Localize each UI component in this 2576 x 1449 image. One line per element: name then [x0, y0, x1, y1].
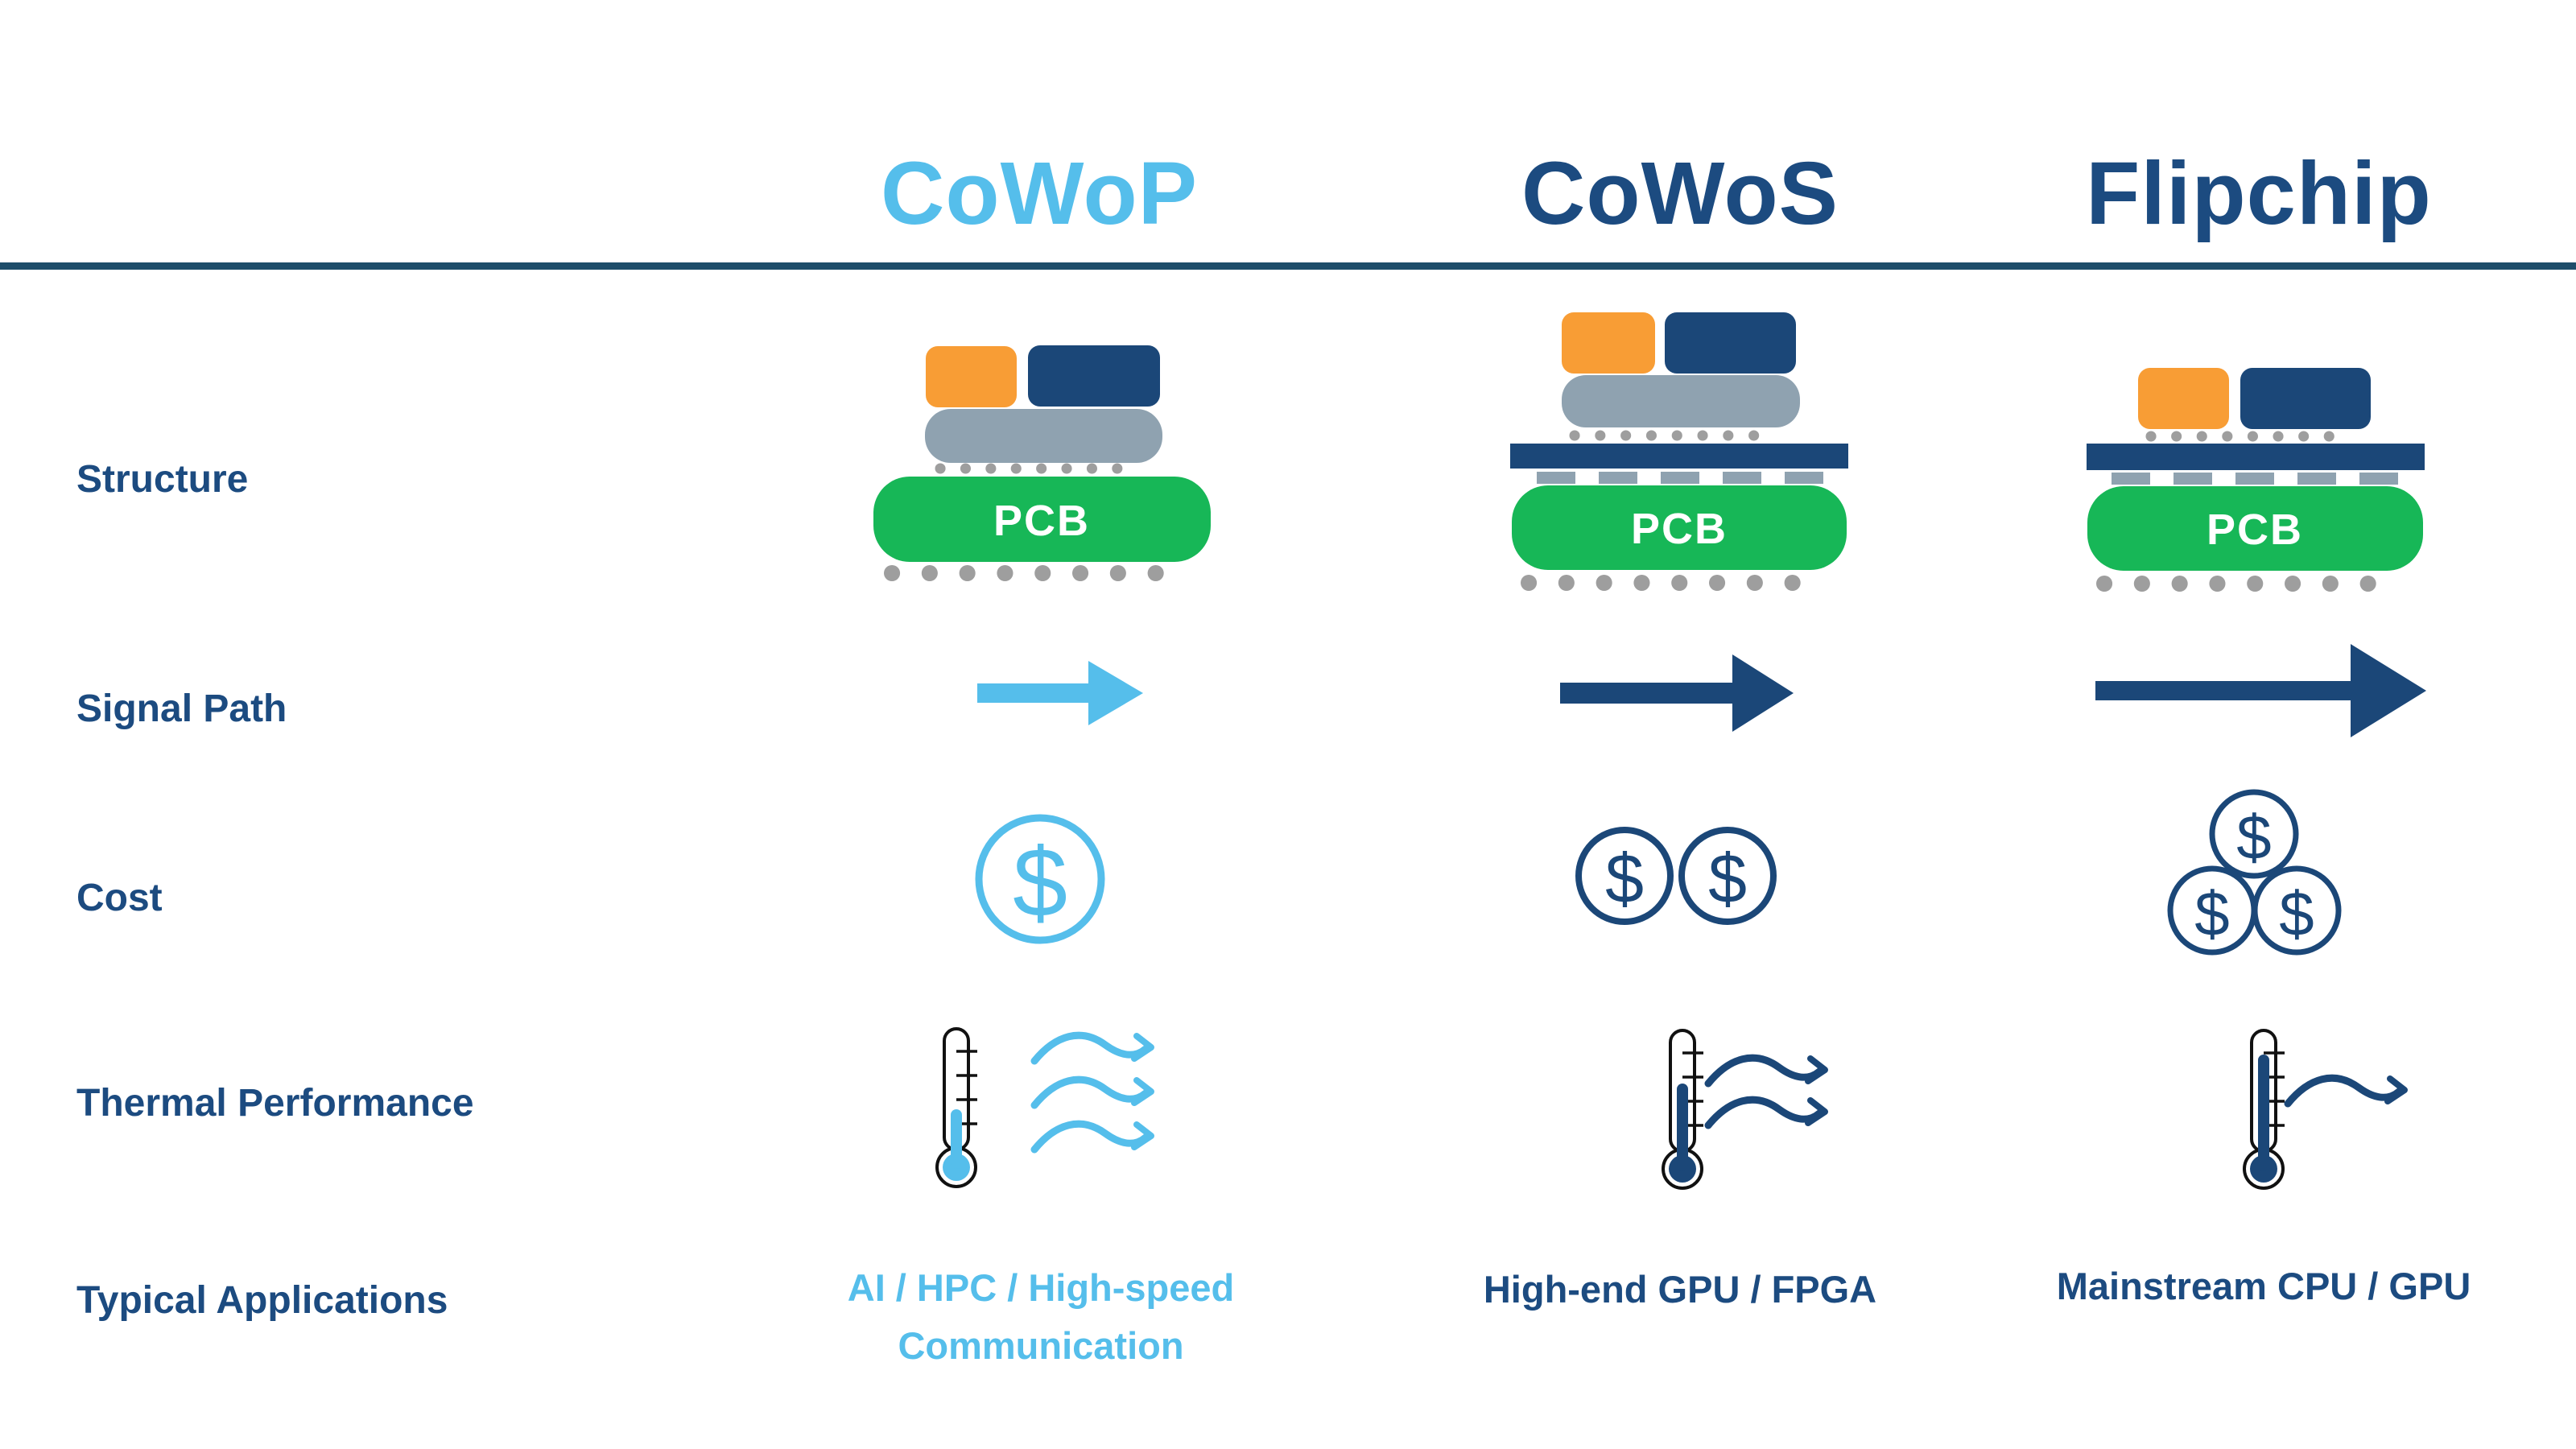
thermometer-icon — [1662, 1029, 1705, 1190]
cost-icon-cowop: $ — [975, 814, 1105, 944]
thermometer-icon — [935, 1027, 979, 1188]
dollar-sign: $ — [1605, 840, 1644, 918]
thermal-icon-cowos — [1662, 1029, 1825, 1190]
pads-icon — [2112, 473, 2398, 485]
row-label-thermal-performance: Thermal Performance — [76, 1082, 474, 1125]
applications-flipchip: Mainstream CPU / GPU — [2056, 1265, 2471, 1307]
cost-icon-cowos: $ $ — [1575, 827, 1777, 925]
dollar-circle-icon — [1678, 827, 1777, 925]
dollar-circle-icon — [2252, 865, 2342, 956]
column-header-cowos: CoWoS — [1521, 144, 1839, 243]
pcb-icon — [873, 477, 1211, 562]
interposer-icon — [925, 409, 1162, 463]
header-divider-line — [0, 262, 2576, 270]
die-orange-icon — [1562, 312, 1655, 374]
structure-diagram-cowop: PCB — [873, 345, 1211, 581]
mercury-level-medium — [1677, 1084, 1688, 1170]
pads-icon — [1537, 472, 1823, 484]
substrate-icon — [2087, 444, 2425, 470]
pcb-icon — [1512, 485, 1847, 570]
thermometer-icon — [2243, 1029, 2286, 1190]
dollar-sign: $ — [1708, 840, 1747, 918]
dollar-circle-icon — [1575, 827, 1674, 925]
column-header-cowop: CoWoP — [880, 144, 1199, 243]
dollar-circle-icon — [975, 814, 1105, 944]
applications-cowop-line2: Communication — [898, 1324, 1184, 1367]
signal-arrow-short-icon — [977, 661, 1143, 725]
applications-cowos: High-end GPU / FPGA — [1483, 1268, 1877, 1311]
thermal-icon-flipchip — [2243, 1029, 2405, 1190]
pcb-label: PCB — [2207, 506, 2303, 554]
interposer-icon — [1562, 375, 1800, 427]
pcb-label: PCB — [1631, 505, 1728, 553]
die-orange-icon — [926, 346, 1017, 407]
dollar-sign: $ — [1013, 828, 1067, 937]
heat-wave-icon — [1034, 1124, 1151, 1150]
cost-icon-flipchip: $ $ $ — [2167, 789, 2342, 956]
structure-diagram-cowos: PCB — [1510, 312, 1848, 591]
heat-wave-icon — [1034, 1035, 1151, 1061]
structure-diagram-flipchip: PCB — [2087, 368, 2425, 592]
mercury-level-low — [951, 1109, 962, 1169]
die-navy-icon — [1028, 345, 1160, 407]
row-label-structure: Structure — [76, 458, 249, 501]
applications-cowop: AI / HPC / High-speed Communication — [751, 1259, 1331, 1375]
heat-wave-icon — [1034, 1080, 1151, 1105]
die-orange-icon — [2138, 368, 2229, 429]
applications-cowop-line1: AI / HPC / High-speed — [847, 1266, 1235, 1309]
dollar-sign: $ — [2236, 802, 2271, 873]
heat-wave-icon — [1708, 1058, 1825, 1084]
dollar-sign: $ — [2279, 878, 2314, 949]
die-navy-icon — [2240, 368, 2371, 429]
die-navy-icon — [1665, 312, 1796, 374]
dollar-circle-icon — [2209, 789, 2299, 879]
signal-arrow-long-icon — [2095, 644, 2426, 737]
row-label-typical-applications: Typical Applications — [76, 1279, 448, 1322]
row-label-signal-path: Signal Path — [76, 687, 287, 730]
mercury-level-high — [2258, 1055, 2269, 1170]
pcb-icon — [2087, 486, 2423, 571]
thermal-icon-cowop — [935, 1027, 1151, 1188]
substrate-icon — [1510, 444, 1848, 469]
column-header-flipchip: Flipchip — [2086, 144, 2432, 243]
dollar-sign: $ — [2194, 878, 2229, 949]
heat-wave-icon — [2288, 1078, 2405, 1104]
pcb-label: PCB — [993, 497, 1090, 545]
row-label-cost: Cost — [76, 877, 163, 919]
heat-wave-icon — [1708, 1100, 1825, 1125]
signal-arrow-medium-icon — [1560, 654, 1794, 732]
